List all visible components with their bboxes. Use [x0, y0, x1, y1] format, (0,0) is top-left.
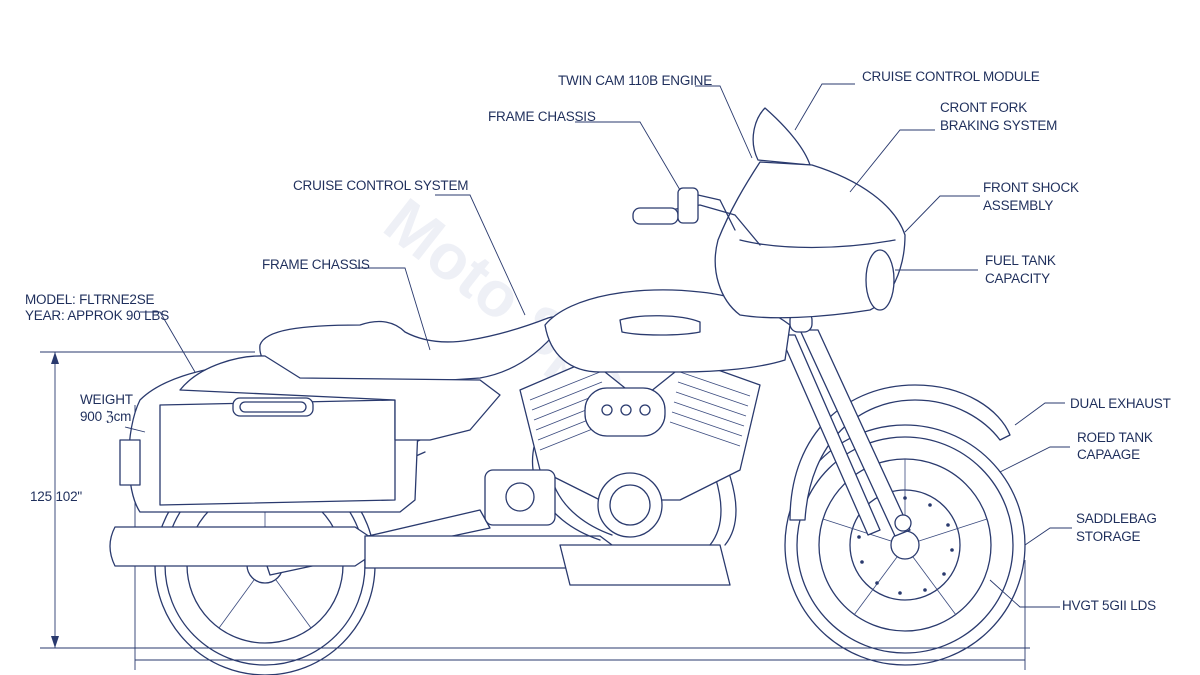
label-roed-tank: ROED TANK: [1077, 430, 1153, 445]
label-twin-cam-engine: TWIN CAM 110B ENGINE: [558, 73, 712, 88]
label-frame-chassis-top: FRAME CHASSIS: [488, 109, 596, 124]
leader-lines: [124, 83, 1072, 608]
label-fuel-tank: FUEL TANK: [985, 253, 1056, 268]
seat: [259, 316, 562, 383]
label-weight: WEIGHT: [80, 392, 133, 407]
label-capaage: CAPAAGE: [1077, 447, 1140, 462]
label-dual-exhaust: DUAL EXHAUST: [1070, 396, 1171, 411]
labels: TWIN CAM 110B ENGINE CRUISE CONTROL MODU…: [25, 69, 1171, 613]
label-height-dimension: 125 102": [30, 489, 82, 504]
saddlebag: [119, 361, 421, 513]
label-frame-chassis-left: FRAME CHASSIS: [262, 257, 370, 272]
label-year: YEAR: APPROK 90 LBS: [25, 308, 169, 323]
label-cront-fork: CRONT FORK: [940, 100, 1027, 115]
exhaust-system: [109, 429, 737, 586]
label-cruise-control-system: CRUISE CONTROL SYSTEM: [293, 178, 468, 193]
batwing-fairing: [714, 107, 906, 319]
label-cruise-control-module: CRUISE CONTROL MODULE: [862, 69, 1040, 84]
fuel-tank: [544, 289, 813, 373]
rear-body-panel: [179, 355, 501, 441]
label-storage: STORAGE: [1076, 529, 1141, 544]
label-hvgt: HVGT 5GII LDS: [1062, 598, 1156, 613]
label-model: MODEL: FLTRNE2SE: [25, 292, 155, 307]
front-wheel: [784, 424, 1026, 666]
label-weight-value: 900 ℨcm: [80, 409, 131, 424]
label-assembly: ASSEMBLY: [983, 198, 1053, 213]
label-saddlebag: SADDLEBAG: [1076, 511, 1157, 526]
handlebars: [632, 187, 761, 246]
engine-block: [484, 359, 761, 538]
label-front-shock: FRONT SHOCK: [983, 180, 1079, 195]
label-capacity: CAPACITY: [985, 271, 1050, 286]
label-braking-system: BRAKING SYSTEM: [940, 118, 1057, 133]
front-fork: [779, 329, 912, 537]
